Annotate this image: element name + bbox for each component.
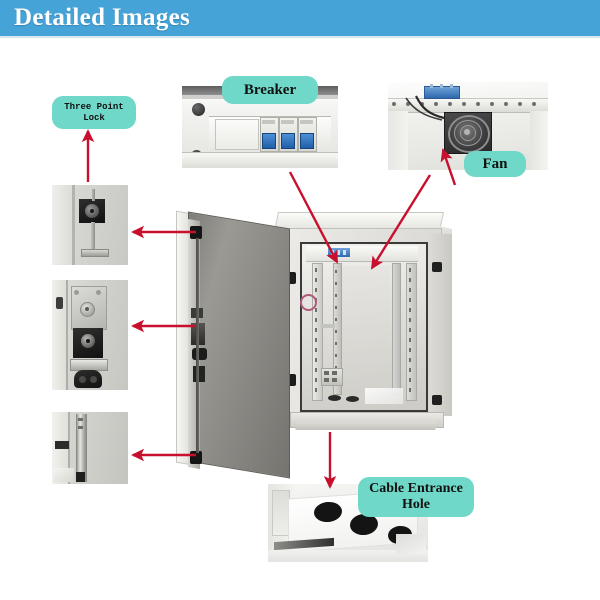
callout-three-point-lock: Three Point Lock <box>52 96 136 129</box>
callout-fan: Fan <box>464 151 526 177</box>
header-divider <box>0 36 600 38</box>
lock-thumb-top <box>52 185 128 265</box>
callout-three-point-lock-line1: Three Point <box>64 102 124 113</box>
cabinet-main-photo <box>160 190 460 490</box>
page-header-banner <box>0 0 600 36</box>
callout-breaker-label: Breaker <box>243 81 297 98</box>
callout-cable-entrance-line2: Hole <box>402 497 430 512</box>
callout-breaker: Breaker <box>222 76 318 104</box>
lock-thumb-middle <box>52 280 128 390</box>
callout-fan-label: Fan <box>482 155 508 172</box>
callout-cable-entrance-hole: Cable Entrance Hole <box>358 477 474 517</box>
callout-three-point-lock-line2: Lock <box>83 112 105 123</box>
cable-hole-photo <box>268 484 428 562</box>
lock-thumb-bottom <box>52 412 128 484</box>
callout-cable-entrance-line1: Cable Entrance <box>369 481 463 497</box>
page-title: Detailed Images <box>14 4 190 31</box>
